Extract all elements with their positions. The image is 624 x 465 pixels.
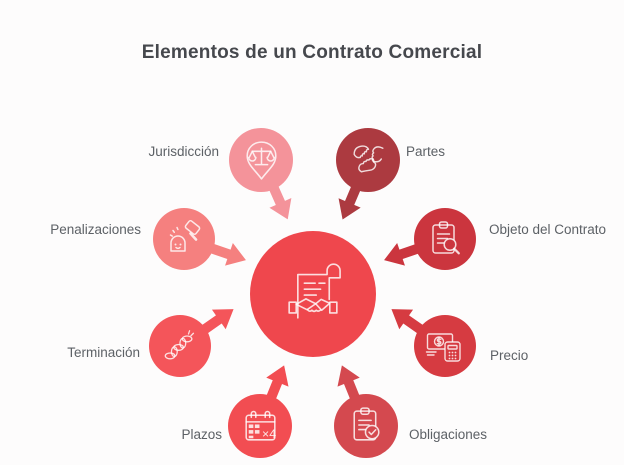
plazos-arrow [265,365,289,403]
page-title: Elementos de un Contrato Comercial [141,42,483,63]
label-terminacion: Terminación [67,345,140,360]
scales-pin-icon [245,140,277,180]
calendar-badge-text: ×4 [262,426,276,440]
label-objeto: Objeto del Contrato [489,222,607,237]
node-contrato-center [250,231,376,357]
contract-handshake-icon [288,263,341,319]
objeto-arrow [384,242,422,266]
chain-icon [164,330,195,360]
terminacion-arrow [199,309,234,335]
node-partes [336,128,400,192]
label-jurisdiccion: Jurisdicción [148,144,219,159]
precio-arrow [391,309,426,335]
node-plazos: ×4 [228,394,292,458]
clipboard-search-icon [432,221,460,255]
node-precio [414,315,476,377]
label-obligaciones: Obligaciones [409,427,488,442]
penalizaciones-arrow [208,242,246,266]
hands-icon [352,144,384,172]
jurisdiccion-arrow [267,182,292,220]
label-penalizaciones: Penalizaciones [50,222,141,237]
label-precio: Precio [490,348,529,363]
node-obligaciones [334,394,398,458]
calendar-icon: ×4 [244,410,276,440]
partes-arrow [338,182,363,220]
clipboard-check-icon [352,406,380,441]
obligaciones-arrow [337,365,361,403]
label-partes: Partes [406,144,446,159]
gavel-icon [169,220,201,252]
node-penalizaciones [153,208,215,270]
node-objeto [414,208,476,270]
node-jurisdiccion [229,128,293,192]
label-plazos: Plazos [181,427,222,442]
node-terminacion [149,315,211,377]
money-calculator-icon [425,333,461,362]
